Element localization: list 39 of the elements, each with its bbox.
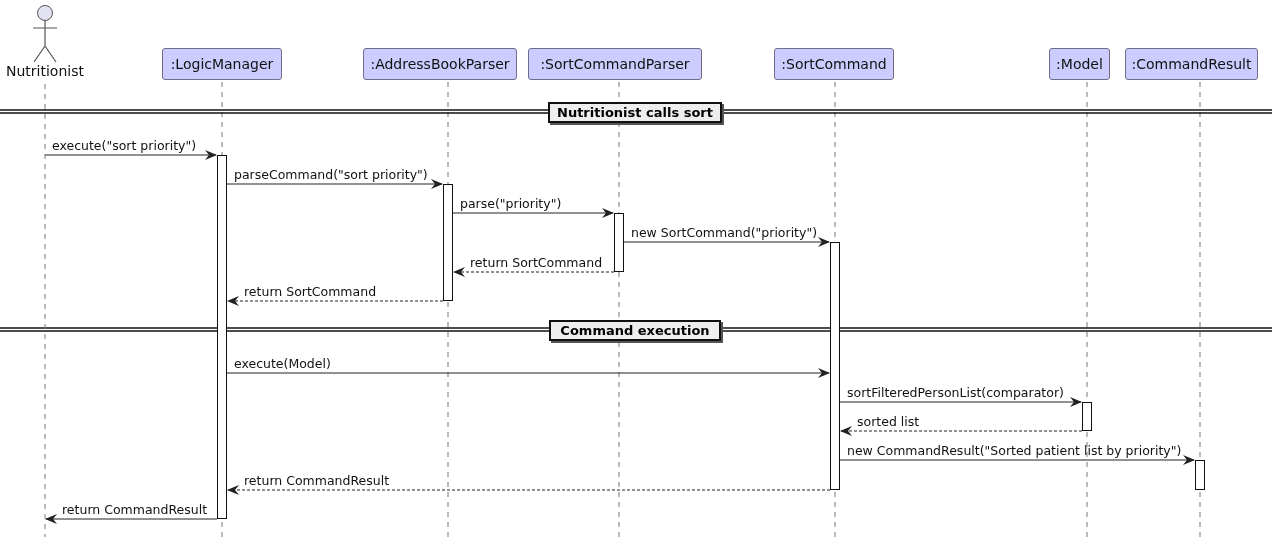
participant-box: :SortCommand <box>774 48 894 80</box>
message-label: new CommandResult("Sorted patient list by priority") <box>847 443 1182 458</box>
message-arrow <box>839 397 1082 407</box>
message-arrow <box>623 237 830 247</box>
message-label: parseCommand("sort priority") <box>234 167 428 182</box>
message-arrow <box>44 150 217 160</box>
message-label: return SortCommand <box>470 255 603 270</box>
return-message-arrow <box>227 296 444 306</box>
activation-bar <box>217 155 227 519</box>
message-label: return CommandResult <box>62 502 208 517</box>
message-label: sortFilteredPersonList(comparator) <box>847 385 1064 400</box>
participant-box: :AddressBookParser <box>363 48 517 80</box>
message-label: execute(Model) <box>234 356 331 371</box>
message-arrow <box>226 368 830 378</box>
message-label: parse("priority") <box>460 196 562 211</box>
message-arrow <box>839 455 1195 465</box>
message-arrow <box>452 208 614 218</box>
participant-box: :Model <box>1049 48 1110 80</box>
participant-box: :SortCommandParser <box>528 48 702 80</box>
message-label: sorted list <box>857 414 920 429</box>
actor-name: Nutritionist <box>5 63 85 79</box>
message-label: execute("sort priority") <box>52 138 197 153</box>
message-label: return SortCommand <box>244 284 377 299</box>
message-label: new SortCommand("priority") <box>631 225 818 240</box>
activation-bar <box>614 213 624 272</box>
participant-box: :CommandResult <box>1125 48 1258 80</box>
activation-bar <box>443 184 453 301</box>
return-message-arrow <box>227 485 831 495</box>
section-divider-label: Command execution <box>549 320 721 341</box>
participant-box: :LogicManager <box>162 48 282 80</box>
activation-bar <box>1195 460 1205 490</box>
section-divider-label: Nutritionist calls sort <box>548 102 722 123</box>
activation-bar <box>830 242 840 490</box>
activation-bar <box>1082 402 1092 431</box>
return-message-arrow <box>453 267 615 277</box>
return-message-arrow <box>840 426 1083 436</box>
message-arrow <box>226 179 443 189</box>
message-label: return CommandResult <box>244 473 390 488</box>
message-arrow <box>45 514 218 524</box>
